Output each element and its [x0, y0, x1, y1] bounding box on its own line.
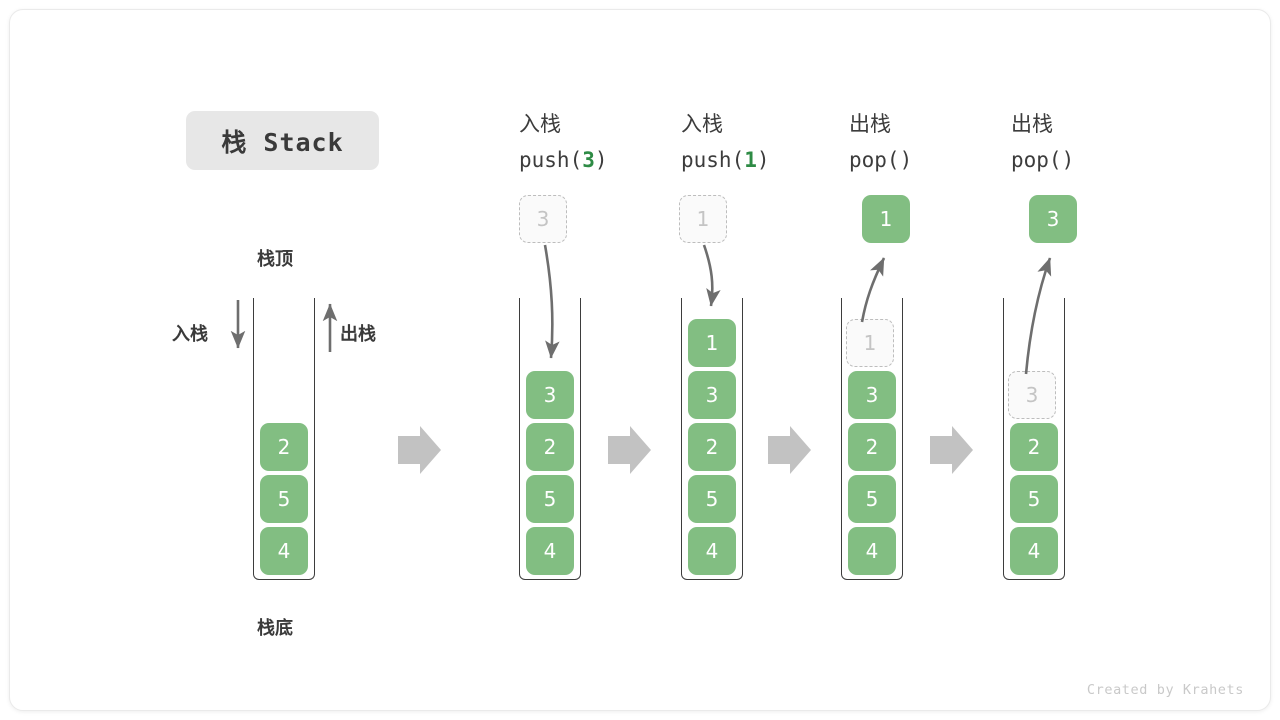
detached-cell-push-1: 1 [679, 195, 727, 243]
credit-text: Created by Krahets [1086, 682, 1244, 698]
stack-container-push-1 [681, 298, 743, 580]
operation-caption-cn: 出栈 [1011, 112, 1053, 136]
operation-caption-code-prefix: push( [681, 148, 745, 172]
stack-cell: 1 [688, 319, 736, 367]
pop-direction-label: 出栈 [340, 324, 376, 345]
stack-cell: 2 [526, 423, 574, 471]
stack-cell: 4 [848, 527, 896, 575]
stack-cell: 3 [688, 371, 736, 419]
operation-caption-pop-3: 出栈 pop() [1011, 106, 1074, 178]
stack-cell: 2 [848, 423, 896, 471]
operation-caption-push-3: 入栈 push(3) [519, 106, 608, 178]
operation-caption-cn: 入栈 [681, 112, 723, 136]
operation-caption-code-suffix: ) [1061, 148, 1075, 172]
detached-cell-pop-1: 1 [862, 195, 910, 243]
detached-cell-push-3: 3 [519, 195, 567, 243]
operation-caption-code-prefix: push( [519, 148, 583, 172]
stack-cell: 4 [688, 527, 736, 575]
operation-caption-arg: 3 [582, 148, 595, 172]
stack-cell: 2 [260, 423, 308, 471]
stack-cell: 2 [688, 423, 736, 471]
stack-top-label: 栈顶 [257, 249, 293, 270]
stack-cell: 3 [848, 371, 896, 419]
operation-caption-push-1: 入栈 push(1) [681, 106, 770, 178]
stack-cell: 1 [846, 319, 894, 367]
stack-cell: 4 [1010, 527, 1058, 575]
stack-cell: 5 [688, 475, 736, 523]
stack-container-pop-3 [1003, 298, 1065, 580]
operation-caption-code-prefix: pop( [849, 148, 900, 172]
push-direction-label: 入栈 [172, 324, 208, 345]
operation-caption-code-suffix: ) [594, 148, 608, 172]
operation-caption-cn: 入栈 [519, 112, 561, 136]
detached-cell-pop-3: 3 [1029, 195, 1077, 243]
stack-cell: 5 [1010, 475, 1058, 523]
operation-caption-cn: 出栈 [849, 112, 891, 136]
stack-cell: 3 [526, 371, 574, 419]
stack-cell: 4 [260, 527, 308, 575]
stack-container-push-3 [519, 298, 581, 580]
operation-caption-arg: 1 [744, 148, 757, 172]
stack-container-pop-1 [841, 298, 903, 580]
stack-cell: 5 [260, 475, 308, 523]
stack-cell: 3 [1008, 371, 1056, 419]
stack-cell: 5 [526, 475, 574, 523]
stack-cell: 2 [1010, 423, 1058, 471]
stack-cell: 5 [848, 475, 896, 523]
stack-cell: 4 [526, 527, 574, 575]
stack-container-initial [253, 298, 315, 580]
figure-title: 栈 Stack [186, 111, 379, 170]
stack-bottom-label: 栈底 [257, 618, 293, 639]
operation-caption-code-suffix: ) [756, 148, 770, 172]
operation-caption-pop-1: 出栈 pop() [849, 106, 912, 178]
operation-caption-code-prefix: pop( [1011, 148, 1062, 172]
operation-caption-code-suffix: ) [899, 148, 913, 172]
